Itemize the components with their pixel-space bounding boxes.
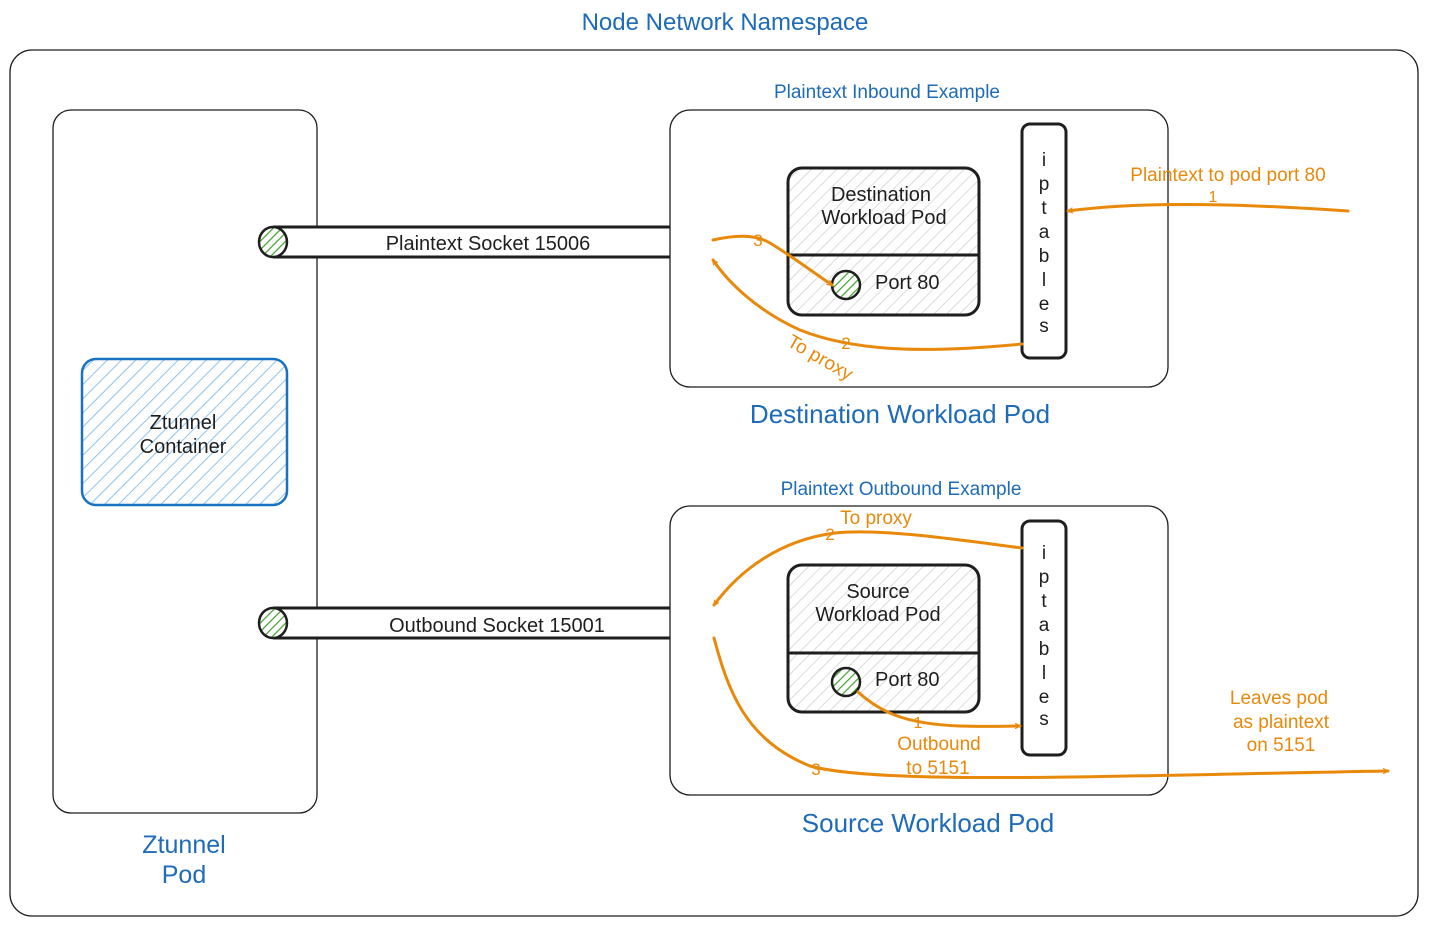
inbound-iptables-box — [1020, 122, 1068, 360]
leaves-pod-label-line1: Leaves pod — [1230, 688, 1328, 709]
ztunnel-container-label-line1: Ztunnel — [150, 412, 217, 434]
outbound-step2-number: 2 — [825, 525, 834, 544]
inbound-iptables-letter: l — [1042, 270, 1046, 291]
plaintext-socket-label: Plaintext Socket 15006 — [386, 233, 591, 255]
destination-port-label: Port 80 — [875, 272, 939, 294]
outbound-iptables-box — [1020, 519, 1068, 757]
inbound-step1-label: Plaintext to pod port 80 — [1130, 165, 1325, 186]
destination-workload-label-line1: Destination — [831, 184, 931, 206]
outbound-iptables-letter: e — [1039, 687, 1050, 708]
outbound-iptables-letter: b — [1039, 639, 1050, 660]
source-port-endpoint — [830, 666, 862, 698]
outbound-socket-label: Outbound Socket 15001 — [389, 615, 605, 637]
outbound-step1-label-line1: Outbound — [897, 734, 980, 755]
inbound-step2-arrow — [711, 258, 1024, 351]
outbound-step3-number: 3 — [811, 760, 820, 779]
source-workload-label-line2: Workload Pod — [815, 604, 940, 626]
inbound-iptables-letter: i — [1042, 150, 1046, 171]
outbound-step2-label: To proxy — [840, 508, 912, 529]
inbound-step1-arrow — [1066, 203, 1350, 211]
plaintext-socket: Plaintext Socket 15006 — [257, 225, 714, 259]
outbound-iptables-letter: p — [1039, 567, 1050, 588]
outbound-socket-left-endpoint — [257, 606, 289, 640]
outbound-step1-label-line2: to 5151 — [906, 758, 969, 779]
source-port-label: Port 80 — [875, 669, 939, 691]
namespace-title: Node Network Namespace — [582, 9, 869, 36]
outbound-step1-number: 1 — [914, 715, 923, 732]
inbound-step2-number: 2 — [841, 334, 850, 353]
destination-pod-title: Destination Workload Pod — [750, 399, 1050, 429]
source-workload-label-line1: Source — [846, 581, 909, 603]
ztunnel-container-box — [80, 357, 289, 507]
leaves-pod-label-line3: on 5151 — [1247, 735, 1316, 756]
outbound-step3-arrow — [712, 636, 1390, 780]
leaves-pod-label-line2: as plaintext — [1233, 712, 1330, 733]
destination-workload-label-line2: Workload Pod — [821, 207, 946, 229]
inbound-step3-arrow — [711, 234, 834, 287]
outbound-iptables-letter: a — [1039, 615, 1050, 636]
ztunnel-pod-label-line1: Ztunnel — [142, 831, 225, 859]
outbound-socket: Outbound Socket 15001 — [257, 606, 714, 640]
outbound-example-title: Plaintext Outbound Example — [781, 479, 1022, 500]
outbound-iptables-letter: l — [1042, 663, 1046, 684]
inbound-iptables-letter: s — [1039, 316, 1049, 337]
plaintext-socket-left-endpoint — [257, 225, 289, 259]
inbound-iptables-label: i p t a b l e s — [1039, 150, 1050, 337]
outbound-iptables-label: i p t a b l e s — [1039, 543, 1050, 730]
outbound-iptables-letter: t — [1041, 591, 1047, 612]
inbound-example-title: Plaintext Inbound Example — [774, 82, 1000, 103]
outbound-step2-arrow — [712, 530, 1024, 607]
inbound-iptables-letter: t — [1041, 198, 1047, 219]
outbound-iptables-letter: s — [1039, 709, 1049, 730]
outbound-iptables-letter: i — [1042, 543, 1046, 564]
source-pod-title: Source Workload Pod — [802, 808, 1054, 838]
destination-port-endpoint — [830, 269, 862, 301]
outbound-step1-arrow — [856, 690, 1022, 726]
inbound-iptables-letter: a — [1039, 222, 1050, 243]
ztunnel-pod-label-line2: Pod — [162, 861, 206, 889]
ztunnel-container-label-line2: Container — [140, 436, 227, 458]
inbound-step1-number: 1 — [1209, 189, 1218, 206]
inbound-iptables-letter: e — [1039, 294, 1050, 315]
inbound-step3-number: 3 — [753, 231, 762, 250]
inbound-iptables-letter: p — [1039, 174, 1050, 195]
inbound-iptables-letter: b — [1039, 246, 1050, 267]
